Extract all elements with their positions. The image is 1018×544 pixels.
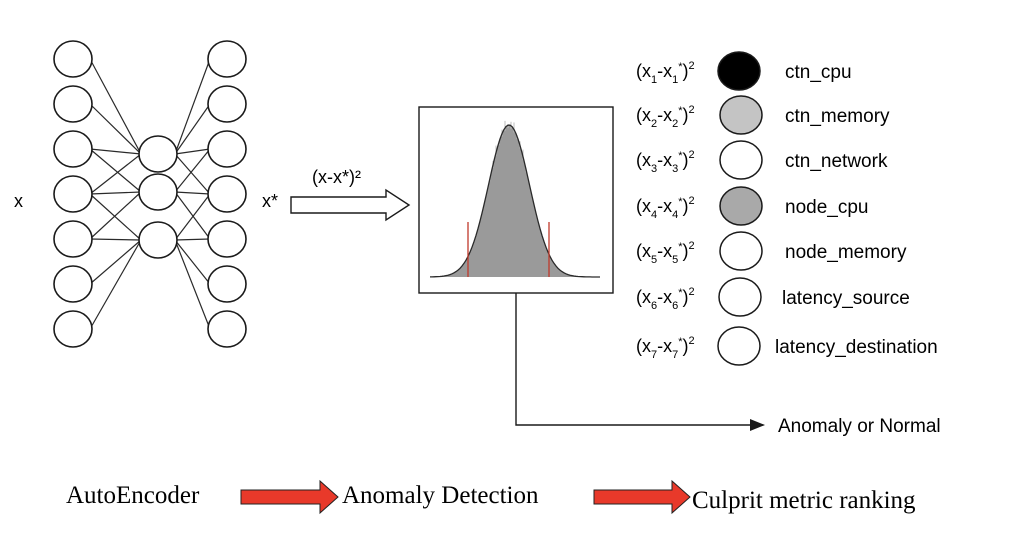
metric-row: (x6-x6*)2 latency_source [636, 277, 910, 317]
metric-score-circle [719, 231, 763, 271]
hidden-node [138, 135, 178, 173]
metric-score-circle [718, 277, 762, 317]
metric-label: ctn_cpu [785, 62, 852, 83]
metric-row: (x3-x3*)2 ctn_network [636, 140, 888, 180]
output-node [207, 130, 247, 168]
encoder-edge [89, 239, 142, 285]
output-node [207, 40, 247, 78]
encoder-edge [89, 148, 142, 193]
network-edges [89, 58, 211, 330]
encoder-edge [89, 103, 142, 155]
metric-error-term: (x7-x7*)2 [636, 335, 695, 361]
hidden-node [138, 221, 178, 259]
result-arrowhead [750, 419, 765, 431]
density-curve [430, 124, 600, 278]
decoder-edge [174, 148, 211, 155]
pipeline-arrow-2 [593, 479, 691, 515]
pipeline-step-anomaly-detection: Anomaly Detection [342, 482, 539, 509]
input-node [53, 220, 93, 258]
metric-label: node_memory [785, 242, 907, 263]
metric-label: latency_destination [775, 337, 938, 358]
encoder-edge [89, 191, 142, 195]
decoder-edge [174, 238, 211, 241]
input-node [53, 175, 93, 213]
output-node [207, 85, 247, 123]
metric-score-circle [717, 51, 761, 91]
metric-row: (x1-x1*)2 ctn_cpu [636, 51, 852, 91]
metric-error-term: (x6-x6*)2 [636, 286, 695, 312]
metric-label: node_cpu [785, 197, 868, 218]
metric-row: (x5-x5*)2 node_memory [636, 231, 907, 271]
input-label: x [14, 191, 23, 211]
encoder-edge [89, 153, 142, 195]
metric-score-circle [719, 186, 763, 226]
metric-list: (x1-x1*)2 ctn_cpu (x2-x2*)2 ctn_memory (x3-x… [636, 51, 938, 366]
error-arrow [290, 188, 411, 222]
encoder-edge [89, 148, 142, 155]
decoder-edge [174, 153, 211, 195]
metric-score-circle [719, 95, 763, 135]
error-label: (x-x*)² [312, 167, 361, 187]
decoder-edge [174, 191, 211, 195]
metric-error-term: (x2-x2*)2 [636, 104, 695, 130]
output-label: x* [262, 191, 278, 211]
decoder-edge [174, 103, 211, 155]
decoder-edge [174, 239, 211, 285]
hidden-node [138, 173, 178, 211]
decoder-edge [174, 58, 211, 155]
decoder-edge [174, 193, 211, 241]
encoder-edge [89, 239, 142, 330]
pipeline-arrow-1 [240, 479, 339, 515]
metric-error-term: (x4-x4*)2 [636, 195, 695, 221]
encoder-edge [89, 193, 142, 241]
metric-row: (x4-x4*)2 node_cpu [636, 186, 868, 226]
metric-score-circle [719, 140, 763, 180]
metric-label: latency_source [782, 288, 910, 309]
metric-error-term: (x5-x5*)2 [636, 240, 695, 266]
metric-error-term: (x1-x1*)2 [636, 60, 695, 86]
input-node [53, 265, 93, 303]
metric-error-term: (x3-x3*)2 [636, 149, 695, 175]
encoder-edge [89, 238, 142, 241]
input-node [53, 130, 93, 168]
pipeline-step-culprit-ranking: Culprit metric ranking [692, 487, 916, 514]
metric-row: (x2-x2*)2 ctn_memory [636, 95, 890, 135]
output-node [207, 220, 247, 258]
input-node [53, 40, 93, 78]
encoder-edge [89, 191, 142, 240]
metric-score-circle [717, 326, 761, 366]
pipeline-step-autoencoder: AutoEncoder [66, 482, 200, 509]
metric-row: (x7-x7*)2 latency_destination [636, 326, 938, 366]
decoder-edge [174, 191, 211, 240]
result-label: Anomaly or Normal [778, 416, 941, 437]
output-node [207, 265, 247, 303]
metric-label: ctn_network [785, 151, 888, 172]
reconstruction-error-histogram [430, 120, 600, 278]
output-node [207, 310, 247, 348]
histogram-bars [430, 125, 600, 277]
output-node [207, 175, 247, 213]
decoder-edge [174, 148, 211, 193]
input-node [53, 310, 93, 348]
result-connector [515, 293, 750, 426]
decoder-edge [174, 239, 211, 330]
network-nodes [53, 40, 247, 348]
input-node [53, 85, 93, 123]
metric-label: ctn_memory [785, 106, 890, 127]
encoder-edge [89, 58, 142, 155]
